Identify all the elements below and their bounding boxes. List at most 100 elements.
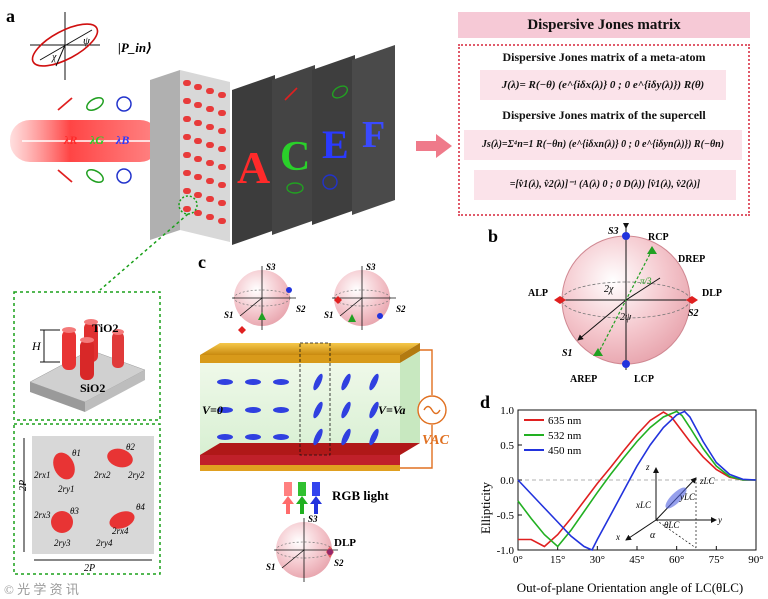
chart-x-tick-label: 60° [669,554,684,566]
supercell-top-view [32,436,154,554]
panel-label-a: a [6,6,15,26]
c-right-s3: S3 [366,262,376,272]
b-s2-label: S2 [688,308,699,319]
c-right-s1: S1 [324,310,334,320]
chart-x-tick-label: 90° [748,554,763,566]
inset-ylc: yLC [679,492,696,502]
jones-formula2: Js(λ)=Σ⁴n=1 R(−θn) (e^{iδxn(λ)} 0 ; 0 e^… [464,130,742,160]
chart-y-tick-label: 0.5 [500,440,514,452]
lc-cell [200,342,420,471]
period-x-label: 2P [84,563,95,574]
chart-x-tick-label: 0° [513,554,523,566]
lc-molecules [217,373,379,446]
b-s1-label: S1 [562,348,573,359]
polarization-state-icons [57,96,132,184]
psi-label: ψ [83,35,90,47]
screen-polarization-icons [284,85,349,194]
screen-letter-a: A [237,142,270,193]
c-bottom-s1: S1 [266,562,276,572]
ellipticity-chart: 1.0 0.5 0.0 -0.5 -1.00° 15° 30° 45° 60° 75° 90° 635… [497,405,764,566]
c-left-s1: S1 [224,310,234,320]
rgb-light-arrows [282,482,322,514]
metasurface-slab [150,70,230,242]
chart-y-tick-label: 0.0 [500,475,514,487]
supercell-inset-frame [13,423,161,575]
ry1-label: 2ry1 [58,484,75,494]
alp-label: ALP [528,288,548,299]
c-right-s2: S2 [396,304,406,314]
panel-label-c: c [198,252,206,272]
screen-letter-c: C [280,134,310,180]
c-left-s2: S2 [296,304,306,314]
chart-y-tick-label: -0.5 [497,510,515,522]
ry3-label: 2ry3 [54,538,71,548]
output-screens [232,45,395,245]
screen-letter-f: F [362,114,385,156]
drep-label: DREP [678,254,705,265]
inset-y: y [717,515,722,525]
jones-formula1: J(λ)= R(−θ) (e^{iδx(λ)} 0 ; 0 e^{iδy(λ)}… [480,70,726,100]
sio2-label: SiO2 [80,381,105,395]
screen-letter-e: E [322,122,349,167]
inset-xlc: xLC [635,500,652,510]
lc-orientation-inset [625,467,717,549]
arep-label: AREP [570,374,597,385]
chart-legend-label: 450 nm [548,445,582,457]
dlp-label: DLP [702,288,722,299]
chi-label: χ [51,52,57,63]
vac-label: VAC [422,433,450,448]
poincare-sphere-c-right [332,266,396,330]
chart-x-tick-label: 30° [590,554,605,566]
poincare-sphere-c-bottom [274,518,338,582]
height-label: H [31,339,42,353]
chart-series-line-2 [517,410,757,552]
chart-x-tick-label: 15° [550,554,565,566]
chart-y-tick-label: -1.0 [497,545,515,557]
ry4-label: 2ry4 [96,538,113,548]
chart-y-tick-label: 1.0 [500,405,514,417]
supercell-pillars [51,448,135,533]
poincare-sphere-b [554,223,698,370]
rx1-label: 2rx1 [34,470,51,480]
watermark: © 光 学 资 讯 [4,582,79,597]
chart-legend-label: 635 nm [548,415,582,427]
chart-x-tick-label: 75° [709,554,724,566]
inset-x: x [615,532,620,542]
polarization-ellipse-icon [30,12,100,80]
c-left-s3: S3 [266,262,276,272]
c-dlp-label: DLP [334,537,356,549]
rx2-label: 2rx2 [94,470,111,480]
chart-x-tick-label: 45° [629,554,644,566]
lcp-label: LCP [634,374,654,385]
chart-ylabel: Ellipticity [478,482,493,534]
c-bottom-s2: S2 [334,558,344,568]
b-s3-label: S3 [608,226,619,237]
rgb-light-label: RGB light [332,488,389,503]
va-label: V=Va [378,403,406,417]
v0-label: V=0 [202,403,223,417]
inset-z: z [645,462,650,472]
chart-series-line-0 [518,411,756,548]
poincare-sphere-c-left [232,266,296,334]
jones-title: Dispersive Jones matrix [458,12,750,38]
tio2-label: TiO2 [92,321,118,335]
period-y-label: 2P [18,480,29,491]
meta-atom-inset-frame [13,291,161,421]
theta3-label: θ3 [70,506,79,516]
pi-third-label: π/3 [640,276,652,286]
right-arrow-icon [416,134,452,158]
jones-formula3: =[v̂1(λ), v̂2(λ)]⁻¹ (A(λ) 0 ; 0 D(λ)) [v… [474,170,736,200]
inset-theta-lc: θLC [664,520,680,530]
panel-label-b: b [488,226,498,246]
lambda-r-label: λR [63,133,77,147]
zoom-guide-line [99,213,189,291]
lambda-g-label: λG [89,133,104,147]
theta2-label: θ2 [126,442,135,452]
chart-legend-label: 532 nm [548,430,582,442]
two-chi-label: 2χ [604,284,614,295]
rx4-label: 2rx4 [112,526,129,536]
inset-alpha: α [650,530,656,541]
c-bottom-s3: S3 [308,514,318,524]
theta4-label: θ4 [136,502,145,512]
